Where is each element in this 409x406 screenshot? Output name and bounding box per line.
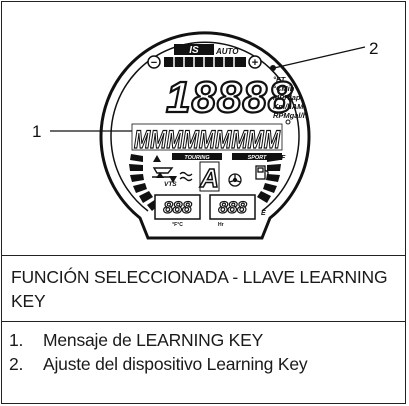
- minus-symbol: −: [151, 57, 157, 69]
- unit-label-kmh-am: Km/hAM: [273, 102, 304, 111]
- temperature-display-box: [154, 194, 201, 220]
- plus-symbol: +: [252, 57, 258, 69]
- hour-meter-display-box: [209, 194, 256, 220]
- unit-label-rpm-galh: RPMgal/h: [273, 111, 308, 120]
- steering-wheel-icon: [228, 173, 242, 187]
- legend-text: Mensaje de LEARNING KEY: [43, 330, 264, 350]
- auto-label: AUTO: [215, 47, 239, 56]
- gear-indicator-char: A: [199, 163, 219, 193]
- temperature-unit-label: °F°C: [172, 222, 183, 228]
- brand-badge: [174, 44, 214, 55]
- unit-label-mph-lap: MPHlap: [273, 93, 301, 102]
- fuel-full-label: F: [281, 155, 286, 162]
- fuel-pump-icon: [255, 165, 269, 180]
- plus-icon: [248, 55, 262, 69]
- legend-list: 1. Mensaje de LEARNING KEY 2. Ajuste del…: [0, 328, 403, 376]
- gauge-outer-bezel: [99, 31, 311, 240]
- gear-indicator-frame: [199, 161, 220, 192]
- sport-mode-bar: [232, 153, 282, 160]
- right-arc-segments: [257, 154, 281, 203]
- legend-item: 2. Ajuste del dispositivo Learning Key: [0, 352, 403, 376]
- message-display-frame: [131, 123, 283, 151]
- fuel-empty-label: E: [261, 210, 266, 217]
- trim-bar: [164, 57, 246, 67]
- touring-mode-bar: [172, 153, 222, 160]
- main-digits-display: 18888: [166, 73, 293, 122]
- callout-2-leader: [273, 46, 366, 69]
- callout-1-number: 1: [32, 122, 41, 141]
- legend-number: 2.: [9, 354, 24, 374]
- brand-logo: IS: [189, 45, 199, 56]
- hour-meter-unit-label: Hr: [218, 222, 224, 228]
- callout-2-marker: [270, 65, 276, 71]
- down-arrow-icon: [169, 176, 177, 183]
- touring-mode-label: TOURING: [184, 155, 210, 161]
- figure: IS AUTO − + 18888 °FT °CMin MPHlap Km/hA…: [2, 2, 405, 255]
- learning-key-message-display: MMMMMMMMM: [134, 126, 281, 154]
- callout-2-number: 2: [369, 39, 378, 58]
- figure-caption-box: FUNCIÓN SELECCIONADA - LLAVE LEARNING KE…: [2, 255, 405, 322]
- water-waves-icon: [179, 171, 193, 182]
- trim-bar-segments: [173, 57, 235, 67]
- minus-icon: [147, 55, 161, 69]
- legend-text: Ajuste del dispositivo Learning Key: [43, 354, 308, 374]
- figure-caption: FUNCIÓN SELECCIONADA - LLAVE LEARNING KE…: [11, 267, 388, 311]
- hour-meter-digits: 888: [218, 198, 247, 217]
- unit-label-celsius-min: °CMin: [273, 84, 295, 93]
- temperature-digits: 888: [163, 198, 192, 217]
- vts-label: VTS: [164, 181, 177, 188]
- legend-item: 1. Mensaje de LEARNING KEY: [0, 328, 403, 352]
- up-arrow-icon: [153, 155, 161, 162]
- gauge-inner-bezel: [110, 41, 300, 212]
- lcd-gauge-diagram: IS AUTO − + 18888 °FT °CMin MPHlap Km/hA…: [32, 31, 378, 240]
- boat-trim-icon: [152, 167, 174, 178]
- legend-number: 1.: [9, 330, 24, 350]
- indicator-dot: [285, 119, 291, 125]
- unit-label-temp: °FT: [273, 75, 287, 84]
- sport-mode-label: SPORT: [248, 155, 267, 161]
- left-arc-segments: [129, 154, 160, 211]
